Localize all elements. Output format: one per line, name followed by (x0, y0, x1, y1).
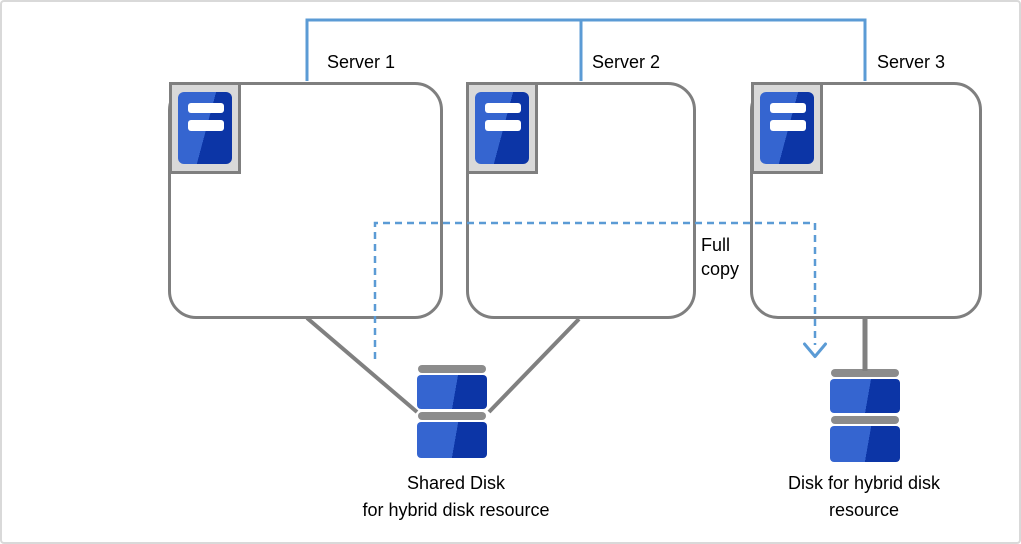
hybrid-disk-label-line1: Disk for hybrid disk (787, 473, 941, 493)
shared-disk-label-line2: for hybrid disk resource (362, 500, 550, 520)
server1-shared-disk-line (305, 316, 419, 414)
hybrid-disk-label: Disk for hybrid disk resource (744, 470, 984, 524)
server-slot (770, 120, 806, 131)
server-slot (770, 103, 806, 113)
server-1-label: Server 1 (327, 52, 396, 72)
disk-bar (418, 365, 486, 373)
server-slot (485, 120, 521, 131)
disk-bar (831, 369, 899, 377)
disk-platter (417, 422, 487, 458)
disk-bar (418, 412, 486, 420)
server2-shared-disk-line (487, 317, 581, 414)
shared-disk-label-line1: Shared Disk (406, 473, 506, 493)
disk-stack-icon (830, 369, 900, 462)
server-tower-body (760, 92, 814, 164)
server-slot (485, 103, 521, 113)
server-tower-body (475, 92, 529, 164)
hybrid-disk-label-line2: resource (828, 500, 900, 520)
server-tower-icon (751, 82, 823, 174)
server-tower-icon (466, 82, 538, 174)
server-2-label: Server 2 (592, 52, 661, 72)
disk-bar (831, 416, 899, 424)
server-3-label: Server 3 (877, 52, 946, 72)
disk-platter (830, 426, 900, 462)
disk-platter (830, 379, 900, 413)
server-tower-icon (169, 82, 241, 174)
server-slot (188, 120, 224, 131)
disk-stack-icon (417, 365, 487, 458)
disk-platter (417, 375, 487, 409)
shared-disk-label: Shared Disk for hybrid disk resource (306, 470, 606, 524)
arrow-down-icon (803, 342, 827, 358)
server-tower-body (178, 92, 232, 164)
server-slot (188, 103, 224, 113)
full-copy-label: Full copy (701, 235, 740, 279)
